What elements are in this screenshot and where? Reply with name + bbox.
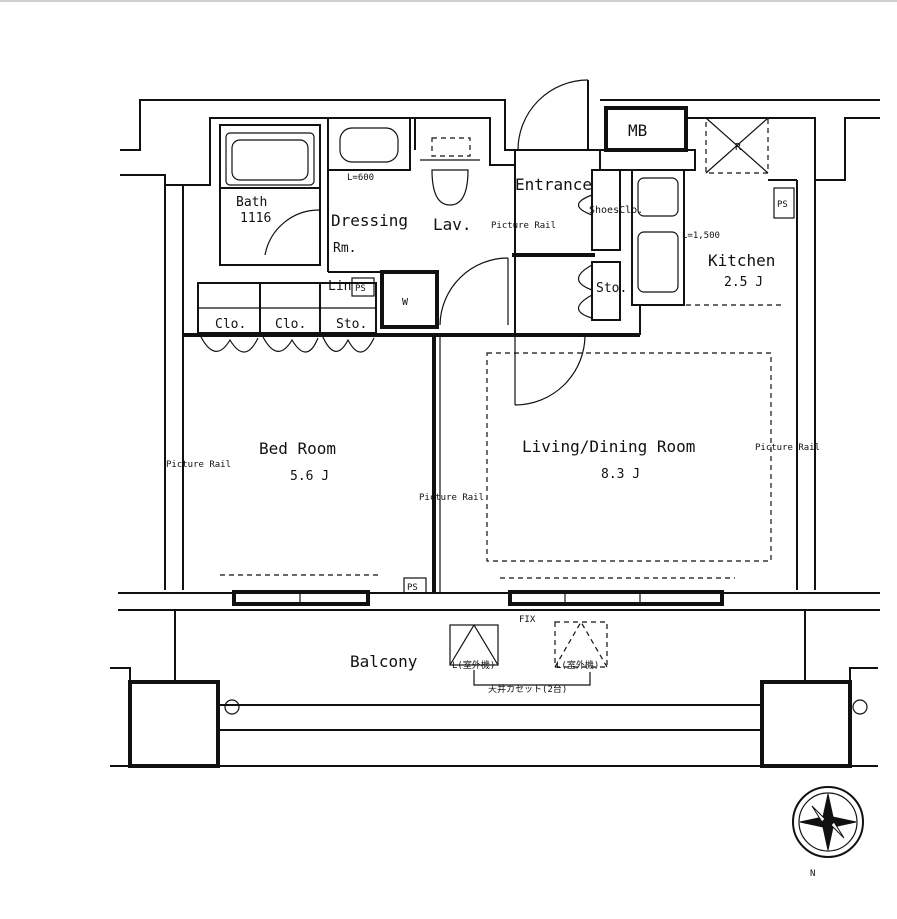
washer-space xyxy=(380,270,439,329)
compass-icon xyxy=(792,786,864,858)
picture-rail-mid-label: Picture Rail xyxy=(419,493,484,503)
ps-bottom-box xyxy=(403,577,427,594)
bed-room-label: Bed Room xyxy=(259,439,336,458)
entrance-label: Entrance xyxy=(515,175,592,194)
l600-label: L=600 xyxy=(347,173,374,183)
fridge-label: R xyxy=(735,142,742,153)
bath-label: Bath xyxy=(236,195,267,210)
windows xyxy=(232,590,724,606)
l1500-label: L=1,500 xyxy=(682,231,720,241)
living-label: Living/Dining Room xyxy=(522,437,695,456)
living-size-label: 8.3 J xyxy=(601,467,640,482)
lav-label: Lav. xyxy=(433,215,472,234)
kitchen-label: Kitchen xyxy=(708,251,775,270)
dressing-room xyxy=(327,117,411,273)
outer-walls xyxy=(118,99,880,611)
entrance-area xyxy=(512,79,621,335)
bath-size-label: 1116 xyxy=(240,211,271,226)
balcony-label: Balcony xyxy=(350,652,418,671)
lav-door-swing xyxy=(439,257,509,326)
dressing-rm-label: Rm. xyxy=(333,241,356,256)
bed-room-size-label: 5.6 J xyxy=(290,469,329,484)
living-ceiling-outline xyxy=(486,352,772,562)
bath-room xyxy=(219,124,321,266)
ps-lin-label: PS xyxy=(355,284,366,294)
bath-door-swing xyxy=(264,209,321,256)
ac-note-label: 天井カセット(2台) xyxy=(488,683,567,695)
lin-label: Lin xyxy=(328,279,351,294)
balcony-area xyxy=(110,610,878,768)
ac-unit2-label: L(室外機) xyxy=(556,659,599,671)
fix-label: FIX xyxy=(519,615,536,625)
mb-label: MB xyxy=(628,121,647,140)
ps-lin-box xyxy=(351,277,375,297)
shoes-clo-label: ShoesClo. xyxy=(589,205,643,216)
kitchen-size-label: 2.5 J xyxy=(724,275,763,290)
kitchen-area xyxy=(599,117,797,306)
picture-rail-right-label: Picture Rail xyxy=(755,443,820,453)
north-label: N xyxy=(810,869,815,879)
washer-label: W xyxy=(402,297,409,308)
living-door-swing xyxy=(514,334,586,406)
ps-bottom-label: PS xyxy=(407,583,418,593)
dressing-label: Dressing xyxy=(331,211,408,230)
picture-rail-entry-label: Picture Rail xyxy=(491,221,556,231)
sto-bed-label: Sto. xyxy=(336,317,367,332)
picture-rail-bed-label: Picture Rail xyxy=(166,460,231,470)
ac-unit1-label: L(室外機) xyxy=(452,659,495,671)
ps-kitchen-label: PS xyxy=(777,200,788,210)
toilet-fixture xyxy=(420,137,480,206)
sto-entry-label: Sto. xyxy=(596,281,627,296)
clo1-label: Clo. xyxy=(215,317,246,332)
clo2-label: Clo. xyxy=(275,317,306,332)
